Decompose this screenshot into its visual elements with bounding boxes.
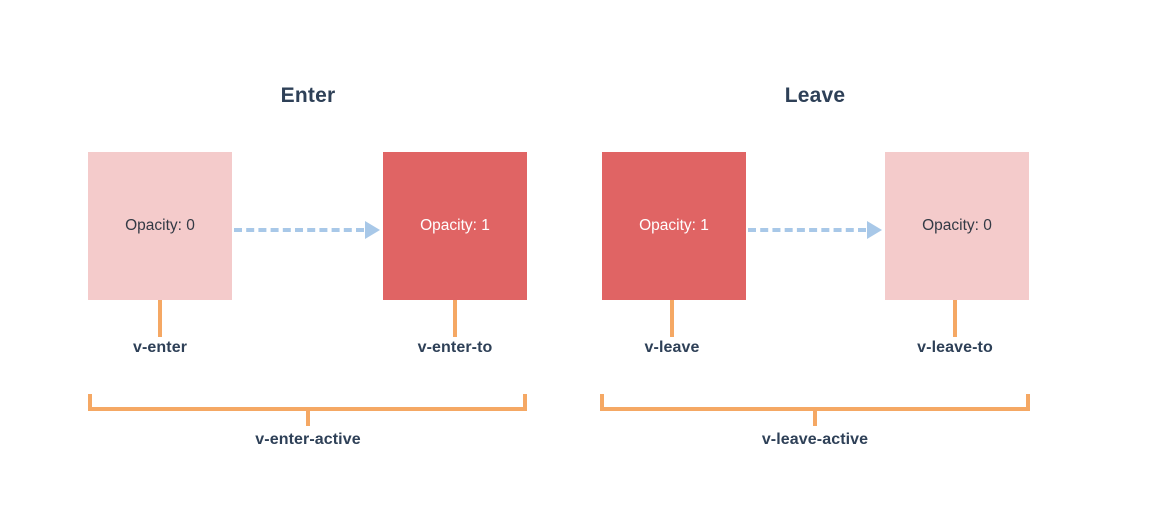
span-bracket-stem-leave-active: [813, 407, 817, 426]
class-label-v-leave: v-leave: [644, 339, 700, 356]
connector-stub-v-leave-to: [953, 300, 957, 337]
state-box-opacity-text: Opacity: 1: [420, 217, 490, 235]
state-box-v-enter: Opacity: 0: [88, 152, 232, 300]
transition-arrow-leave: [748, 221, 882, 239]
transition-arrow-enter: [234, 221, 380, 239]
class-label-v-leave-to: v-leave-to: [917, 339, 993, 356]
class-label-v-enter-active: v-enter-active: [255, 431, 361, 448]
state-box-v-leave-to: Opacity: 0: [885, 152, 1029, 300]
arrow-dashes: [234, 228, 364, 232]
state-box-v-enter-to: Opacity: 1: [383, 152, 527, 300]
arrow-dashes: [748, 228, 866, 232]
section-title-leave: Leave: [784, 84, 846, 107]
state-box-opacity-text: Opacity: 0: [125, 217, 195, 235]
connector-stub-v-enter: [158, 300, 162, 337]
class-label-v-leave-active: v-leave-active: [761, 431, 869, 448]
arrow-head-icon: [365, 221, 380, 239]
class-label-v-enter: v-enter: [132, 339, 188, 356]
arrow-head-icon: [867, 221, 882, 239]
state-box-opacity-text: Opacity: 0: [922, 217, 992, 235]
section-title-enter: Enter: [280, 84, 336, 107]
connector-stub-v-leave: [670, 300, 674, 337]
state-box-v-leave: Opacity: 1: [602, 152, 746, 300]
state-box-opacity-text: Opacity: 1: [639, 217, 709, 235]
connector-stub-v-enter-to: [453, 300, 457, 337]
span-bracket-stem-enter-active: [306, 407, 310, 426]
class-label-v-enter-to: v-enter-to: [417, 339, 493, 356]
